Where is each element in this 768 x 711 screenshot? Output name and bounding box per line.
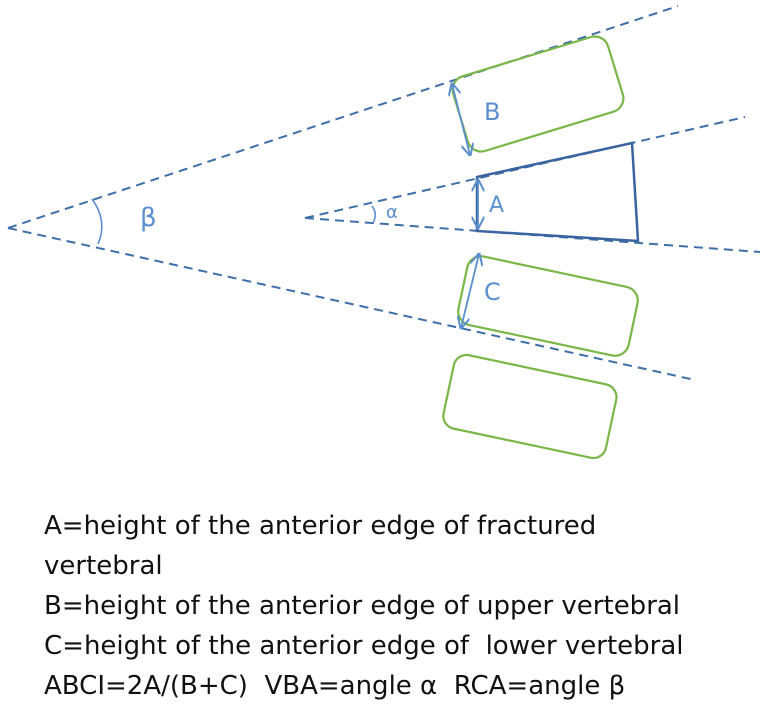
legend: A=height of the anterior edge of fractur… bbox=[44, 506, 764, 706]
lower-vertebra-c bbox=[457, 255, 639, 357]
label-beta: β bbox=[140, 203, 157, 233]
bottom-vertebra bbox=[442, 353, 618, 460]
label-c: C bbox=[484, 278, 501, 306]
lower-dashed-line-beta bbox=[7, 227, 696, 381]
fractured-vertebra-a bbox=[475, 141, 640, 243]
upper-dashed-line-beta bbox=[7, 5, 679, 229]
legend-line-a: A=height of the anterior edge of fractur… bbox=[44, 511, 597, 541]
label-alpha: α bbox=[386, 202, 398, 223]
legend-line-c: C=height of the anterior edge of lower v… bbox=[44, 631, 684, 661]
legend-line-b: B=height of the anterior edge of upper v… bbox=[44, 591, 681, 621]
label-a: A bbox=[489, 193, 504, 218]
vertebral-angle-diagram: B A C α β bbox=[7, 5, 761, 460]
height-arrow-c bbox=[461, 254, 479, 328]
beta-angle-arc bbox=[91, 198, 103, 245]
legend-line-a-cont: vertebral bbox=[44, 551, 163, 581]
alpha-angle-arc bbox=[371, 205, 377, 224]
label-b: B bbox=[484, 98, 500, 126]
legend-line-formula: ABCI=2A/(B+C) VBA=angle α RCA=angle β bbox=[44, 671, 626, 701]
height-arrow-b bbox=[452, 84, 470, 155]
upper-vertebra-b bbox=[451, 35, 625, 153]
